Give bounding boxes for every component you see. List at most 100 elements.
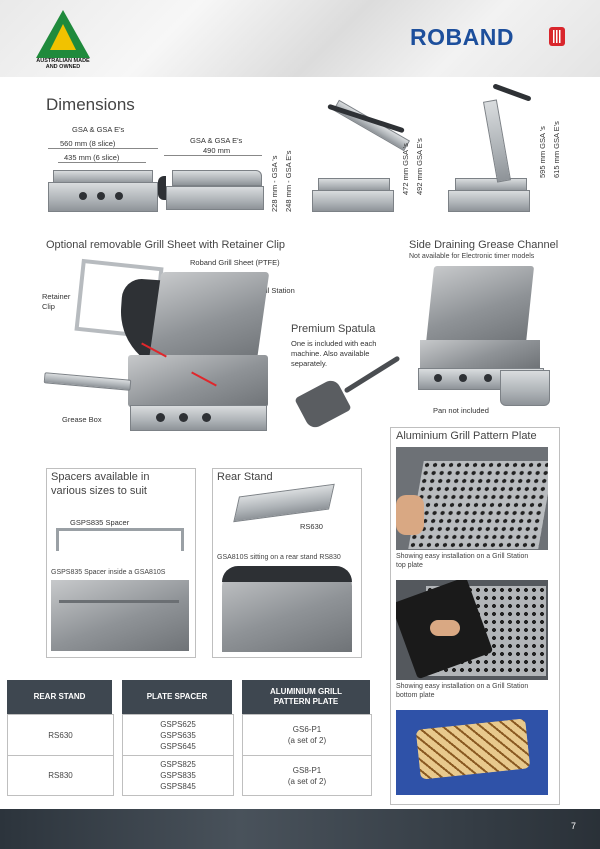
- table-cell: GSPS825: [160, 760, 196, 769]
- spacer-inside-label: GSPS835 Spacer inside a GSA810S: [51, 569, 166, 576]
- pattern-caption-top-1: Showing easy installation on a Grill Sta…: [396, 553, 529, 560]
- table-cell: GSPS635: [160, 730, 196, 740]
- front-view-grill: [48, 182, 158, 212]
- label-retainer: Retainer: [42, 292, 71, 301]
- table-cell: (a set of 2): [287, 776, 327, 786]
- table-header-aluminium: ALUMINIUM GRILL PATTERN PLATE: [242, 680, 370, 714]
- table-cell: RS830: [48, 771, 73, 780]
- dim-line: [58, 162, 146, 163]
- table-cell: GSPS835: [160, 771, 196, 780]
- australian-made-logo: AUSTRALIAN MADE AND OWNED: [36, 10, 90, 72]
- table-row: GSPS825 GSPS835 GSPS845: [123, 756, 233, 795]
- knob-icon: [115, 192, 123, 200]
- label-grease-box: Grease Box: [62, 415, 102, 424]
- label-grill-station: Grill Station: [256, 286, 295, 295]
- table-header-line: ALUMINIUM GRILL: [270, 687, 342, 696]
- spatula-title: Premium Spatula: [291, 323, 376, 335]
- pattern-plate-grid: [408, 461, 548, 549]
- spatula-image: [294, 377, 352, 431]
- grill-base-image: [130, 405, 267, 431]
- table-header-rear-stand: REAR STAND: [7, 680, 112, 714]
- pattern-plate-top-photo: [396, 447, 548, 550]
- spacer-label: GSPS835 Spacer: [70, 518, 130, 527]
- grill-sheet-title: Optional removable Grill Sheet with Reta…: [46, 239, 286, 251]
- open2-handle: [492, 83, 532, 102]
- grill-upper-plate-image: [148, 272, 270, 362]
- table-cell: GS8-P1: [292, 765, 322, 775]
- rear-stand-caption: GSA810S sitting on a rear stand RS830: [217, 554, 341, 561]
- dimensions-title: Dimensions: [46, 95, 135, 114]
- open1-height-gsae: 492 mm GSA E's: [415, 138, 424, 195]
- table-cell: (a set of 2): [287, 736, 327, 745]
- table-cell: GSPS645: [160, 741, 196, 751]
- open2-height-gsa: 595 mm GSA 's: [538, 126, 547, 178]
- open2-lid: [482, 99, 512, 183]
- table-row: GSPS625 GSPS635 GSPS645: [123, 715, 233, 756]
- hand-image: [430, 620, 460, 636]
- side-height-gsae: 248 mm - GSA E's: [284, 150, 293, 212]
- table-cell: GS6-P1: [292, 725, 322, 734]
- knob-icon: [484, 374, 492, 382]
- open2-base: [448, 190, 530, 212]
- pattern-plate-panel: [390, 427, 560, 805]
- spacers-title-1: Spacers available in: [51, 471, 150, 483]
- page-footer: [0, 809, 600, 849]
- spacers-panel: [46, 468, 196, 658]
- grease-channel-upper-image: [425, 266, 535, 344]
- rear-stand-photo: [222, 566, 352, 652]
- rear-stand-label: RS630: [300, 522, 323, 531]
- spacers-title-2: various sizes to suit: [51, 485, 147, 497]
- table-header-line: PATTERN PLATE: [273, 697, 339, 706]
- open1-base: [312, 190, 394, 212]
- grease-channel-lower-image: [420, 340, 540, 368]
- rear-stand-title: Rear Stand: [217, 471, 273, 483]
- side-model-label: GSA & GSA E's: [190, 136, 243, 145]
- knob-icon: [79, 192, 87, 200]
- side-handle: [158, 176, 166, 200]
- page-number: 7: [570, 821, 576, 831]
- handle: [222, 566, 352, 582]
- grease-channel-subtitle: Not available for Electronic timer model…: [409, 253, 535, 260]
- knob-icon: [179, 413, 188, 422]
- dim-line: [164, 155, 262, 156]
- spatula-desc-1: One is included with each: [291, 339, 377, 348]
- open1-height-gsa: 472 mm GSA 's: [401, 143, 410, 195]
- side-depth: 490 mm: [203, 146, 231, 155]
- knob-icon: [97, 192, 105, 200]
- knob-icon: [202, 413, 211, 422]
- table-row: RS630: [8, 715, 113, 756]
- pan-not-included: Pan not included: [433, 406, 489, 415]
- side-view-base: [166, 186, 264, 210]
- spatula-desc-2: machine. Also available: [291, 349, 370, 358]
- rear-stand-panel: [212, 468, 362, 658]
- spacer-inside-photo: [51, 580, 189, 651]
- grill-logo-icon: [549, 27, 565, 46]
- pattern-caption-bottom-2: bottom plate: [396, 692, 435, 699]
- toasted-sandwich-photo: [396, 710, 548, 795]
- pattern-plate-bottom-photo: [396, 580, 548, 680]
- side-view-lid: [172, 170, 262, 186]
- spatula-handle: [343, 355, 401, 394]
- table-row: GS6-P1 (a set of 2): [243, 715, 371, 756]
- knob-icon: [156, 413, 165, 422]
- spacer-bar: [59, 600, 179, 603]
- knob-icon: [459, 374, 467, 382]
- grease-box-image: [43, 372, 132, 391]
- table-header-plate-spacer: PLATE SPACER: [122, 680, 232, 714]
- pattern-caption-top-2: top plate: [396, 562, 423, 569]
- roband-logo: ROBAND: [410, 24, 514, 50]
- table-cell: GSPS845: [160, 782, 196, 791]
- table-plate-spacer: GSPS625 GSPS635 GSPS645 GSPS825 GSPS835 …: [122, 714, 234, 796]
- table-aluminium: GS6-P1 (a set of 2) GS8-P1 (a set of 2): [242, 714, 372, 796]
- table-rear-stand: RS630 RS830: [7, 714, 114, 796]
- pattern-caption-bottom-1: Showing easy installation on a Grill Sta…: [396, 683, 529, 690]
- dim-line: [48, 148, 158, 149]
- front-model-label: GSA & GSA E's: [72, 125, 125, 134]
- open2-height-gsae: 615 mm GSA E's: [552, 121, 561, 178]
- label-clip: Clip: [42, 302, 55, 311]
- page-header: [0, 0, 600, 77]
- front-dim-8slice: 560 mm (8 slice): [60, 139, 116, 148]
- front-dim-6slice: 435 mm (6 slice): [64, 153, 120, 162]
- australian-made-text: AUSTRALIAN MADE AND OWNED: [36, 58, 90, 70]
- table-cell: RS630: [48, 730, 73, 740]
